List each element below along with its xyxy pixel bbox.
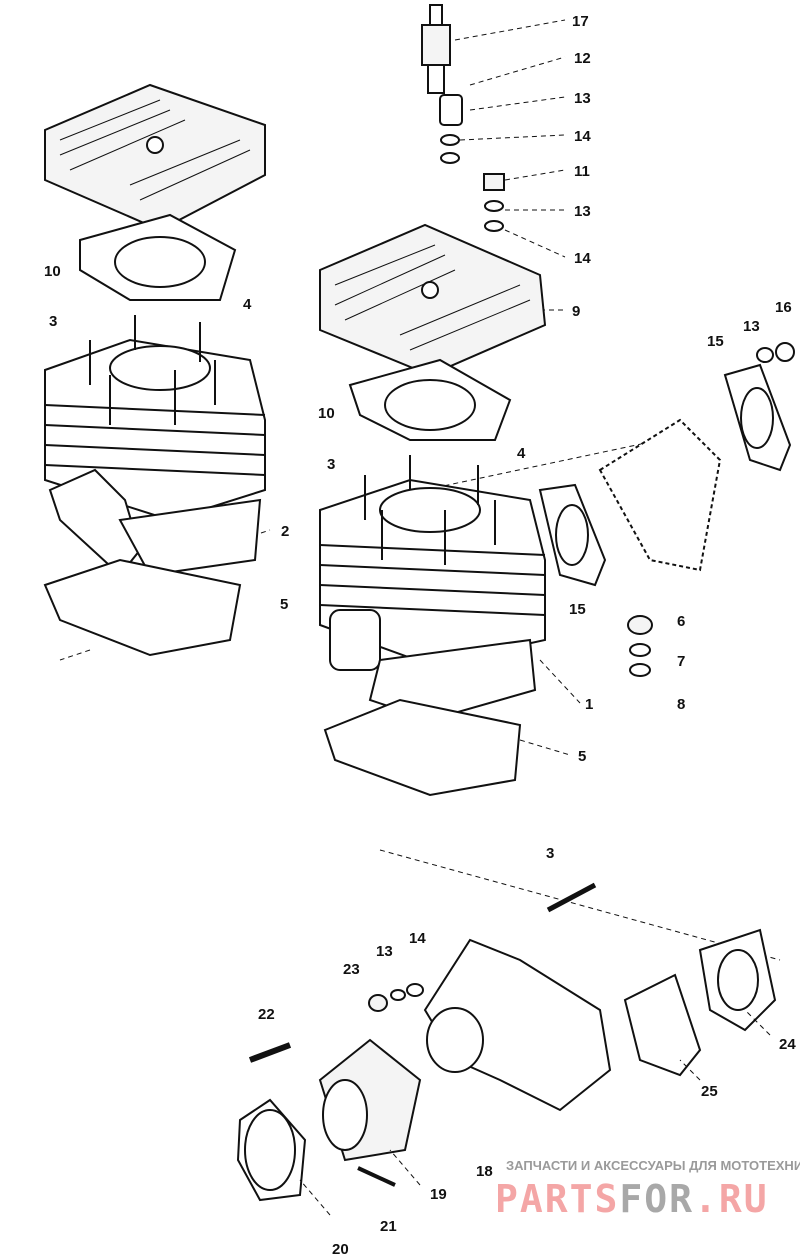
cap-nut (775, 342, 795, 362)
cylinder-left (44, 315, 266, 577)
callout-4: 4 (243, 296, 252, 313)
nut (368, 994, 388, 1012)
callout-labels: 17 12 13 14 11 13 14 10 4 3 9 16 13 15 1… (44, 13, 796, 1258)
callout-14: 14 (574, 128, 591, 145)
spacer-nut (439, 94, 463, 126)
callout-16: 16 (775, 299, 792, 316)
callout-17: 17 (572, 13, 589, 30)
callout-23: 23 (343, 961, 360, 978)
exhaust-manifold-phantom (598, 418, 722, 572)
washer (440, 152, 460, 164)
callout-13: 13 (574, 203, 591, 220)
screw (357, 1166, 396, 1187)
washer (484, 220, 504, 232)
cylinder-head-left (44, 83, 266, 232)
spark-plug (421, 4, 451, 94)
callout-9: 9 (572, 303, 580, 320)
callout-3: 3 (49, 313, 57, 330)
lock-washer (629, 643, 651, 657)
callout-13: 13 (743, 318, 760, 335)
callout-14: 14 (574, 250, 591, 267)
logo-text-ru: .RU (694, 1177, 769, 1221)
intake-gasket (623, 973, 702, 1077)
callout-4: 4 (517, 445, 526, 462)
callout-25: 25 (701, 1083, 718, 1100)
callout-15: 15 (569, 601, 586, 618)
washer (390, 989, 406, 1001)
washer (440, 134, 460, 146)
base-gasket-left (43, 558, 242, 657)
callout-21: 21 (380, 1218, 397, 1235)
washer (484, 200, 504, 212)
callout-5: 5 (578, 748, 586, 765)
nut (483, 173, 505, 191)
callout-24: 24 (779, 1036, 796, 1053)
base-gasket-right (323, 698, 522, 797)
callout-14: 14 (409, 930, 426, 947)
cylinder-head-right (319, 223, 547, 377)
callout-11: 11 (574, 163, 590, 180)
callout-10: 10 (44, 263, 61, 280)
callout-10: 10 (318, 405, 335, 422)
logo-text-parts: PARTS (495, 1177, 620, 1221)
callout-6: 6 (677, 613, 685, 630)
watermark-logo: PARTSFOR.RU (495, 1180, 769, 1218)
callout-22: 22 (258, 1006, 275, 1023)
callout-2: 2 (281, 523, 289, 540)
callout-20: 20 (332, 1241, 349, 1258)
callout-3: 3 (327, 456, 335, 473)
callout-18: 18 (476, 1163, 493, 1180)
callout-1: 1 (585, 696, 593, 713)
watermark-tagline: ЗАПЧАСТИ И АКСЕССУАРЫ ДЛЯ МОТОТЕХНИКИ (506, 1158, 800, 1173)
logo-text-for: FOR (619, 1177, 695, 1221)
callout-12: 12 (574, 50, 591, 67)
callout-13: 13 (574, 90, 591, 107)
washer (406, 983, 424, 997)
stud (546, 882, 597, 913)
bolt (248, 1042, 292, 1063)
callout-19: 19 (430, 1186, 447, 1203)
callout-13: 13 (376, 943, 393, 960)
callout-7: 7 (677, 653, 685, 670)
nut (756, 347, 774, 363)
cylinder-right (319, 455, 546, 722)
callout-5: 5 (280, 596, 288, 613)
washer (629, 663, 651, 677)
callout-8: 8 (677, 696, 685, 713)
nut (627, 615, 653, 635)
callout-15: 15 (707, 333, 724, 350)
callout-3: 3 (546, 845, 554, 862)
